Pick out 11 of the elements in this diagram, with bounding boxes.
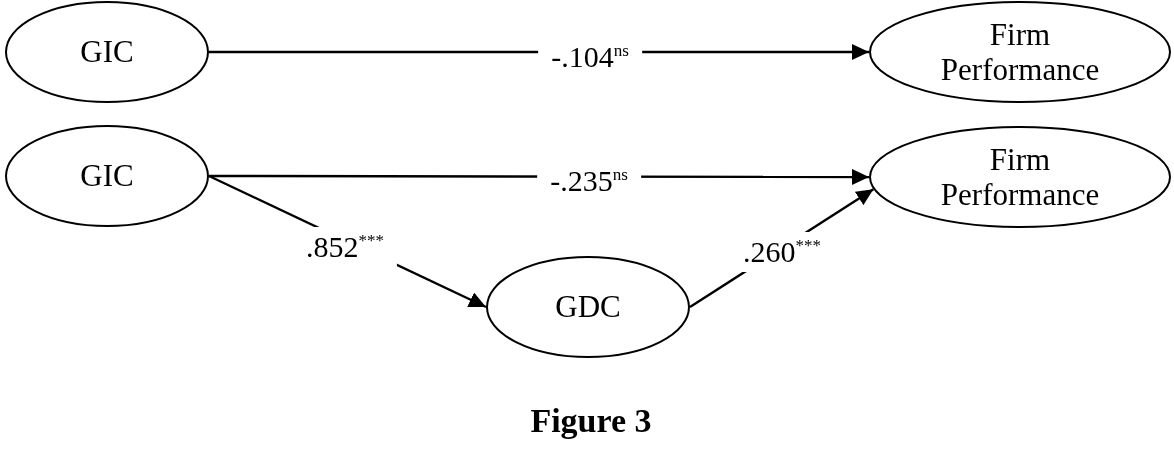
node-label: GIC	[80, 34, 134, 70]
construct-ellipse	[5, 125, 209, 227]
construct-ellipse	[869, 126, 1171, 228]
construct-ellipse	[5, 1, 209, 103]
node-label: Firm Performance	[939, 142, 1101, 212]
construct-ellipse	[486, 256, 690, 358]
node-label: GDC	[555, 289, 621, 325]
node-label: GIC	[80, 158, 134, 194]
figure-caption: Figure 3	[530, 404, 652, 438]
node-label: Firm Performance	[939, 17, 1101, 87]
construct-ellipse	[869, 1, 1171, 103]
